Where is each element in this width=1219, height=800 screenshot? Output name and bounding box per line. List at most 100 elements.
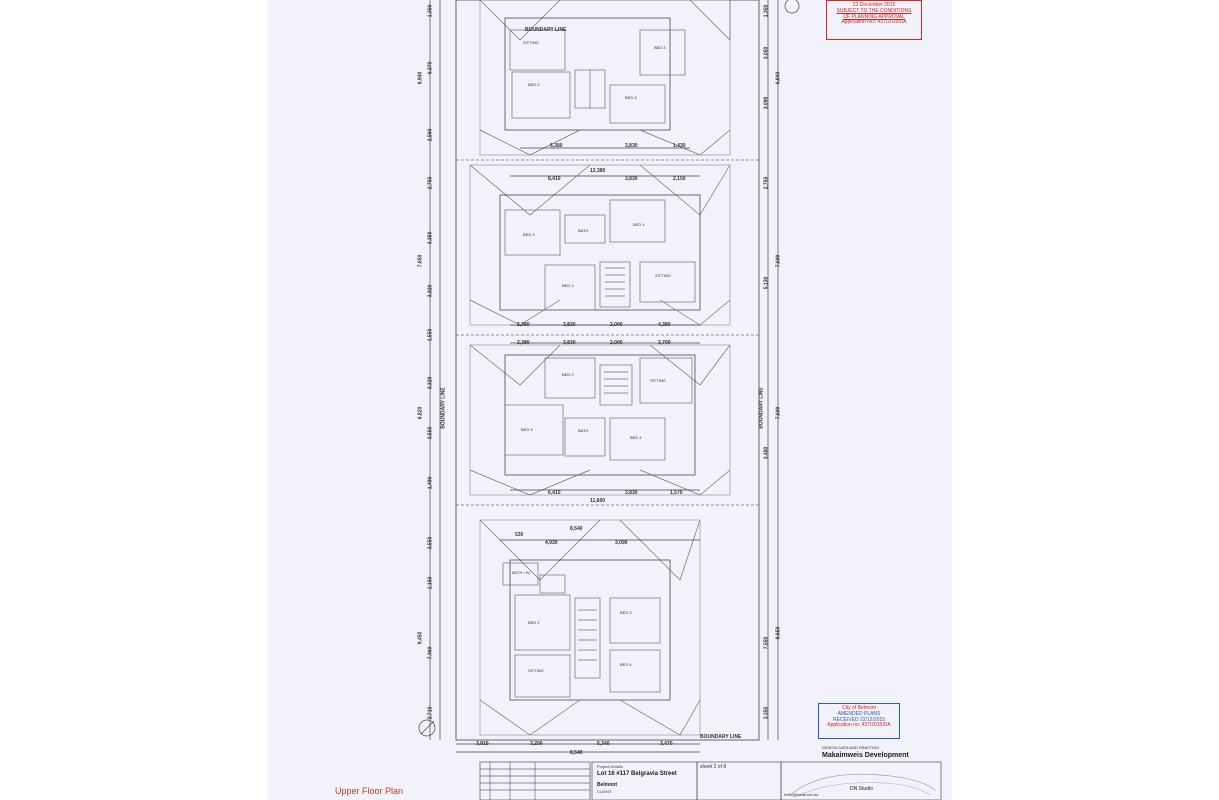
dimension-label: 9,650 xyxy=(775,626,782,640)
room-label: BED 4 xyxy=(620,662,632,667)
room-label: BED 3 xyxy=(625,95,637,100)
studio-email: hello@hmail.net.au xyxy=(784,792,819,797)
developer-subtitle: DESIGN DATA AND DRAFTING xyxy=(822,745,880,750)
dimension-label: 3,090 xyxy=(763,96,770,110)
dimension-label: 6,820 xyxy=(417,406,424,420)
dimension-label: 1,430 xyxy=(673,143,686,149)
room-label: SITTING xyxy=(528,668,544,673)
boundary-label-bottom: BOUNDARY LINE xyxy=(700,734,742,740)
stamp-application: Application NO: 437/2015/DA xyxy=(841,19,907,26)
dimension-label: 8,540 xyxy=(570,526,583,532)
dimension-label: 2,380 xyxy=(517,322,530,328)
dimension-label: 8,540 xyxy=(570,750,583,756)
approval-stamp: 23 December 2015 SUBJECT TO THE CONDITIO… xyxy=(826,0,922,40)
page-caption: Upper Floor Plan xyxy=(335,786,404,796)
dimension-label: 6,370 xyxy=(427,61,434,75)
dimension-label: 3,470 xyxy=(660,741,673,747)
project-suburb: Belmont xyxy=(597,782,617,788)
sheet-number: sheet 2 of 8 xyxy=(700,764,726,770)
dimension-label: 2,150 xyxy=(673,176,686,182)
dimension-label: 3,830 xyxy=(563,340,576,346)
dimension-label: 9,450 xyxy=(417,631,424,645)
dimension-label: 3,090 xyxy=(615,540,628,546)
stamp-line2: OF PLANNING APPROVAL xyxy=(843,13,905,20)
dimension-label: 1,350 xyxy=(427,4,434,18)
project-address: Lot 16 #117 Belgravia Street xyxy=(597,771,677,777)
sheet-no: 2 xyxy=(713,764,717,770)
dimension-label: 2,560 xyxy=(427,128,434,142)
dimension-label: 2,380 xyxy=(517,340,530,346)
dimension-label: 1,350 xyxy=(763,4,770,18)
stamp-title: AMENDED PLANS xyxy=(837,710,881,717)
room-label: BATH xyxy=(578,228,589,233)
room-label: BED 2 xyxy=(528,620,540,625)
dimension-label: 3,830 xyxy=(625,143,638,149)
dimension-label: 2,750 xyxy=(427,176,434,190)
dimension-label: 5,130 xyxy=(763,276,770,290)
dimension-label: 11,660 xyxy=(590,498,606,504)
dimension-label: 1,150 xyxy=(427,576,434,590)
dimension-label: 5,340 xyxy=(597,741,610,747)
dimension-label: 7,550 xyxy=(763,636,770,650)
dimension-label: 3,200 xyxy=(530,741,543,747)
sheet-total: 8 xyxy=(723,764,727,770)
room-label: BED 4 xyxy=(633,222,645,227)
dimension-label: 3,350 xyxy=(427,231,434,245)
dimension-label: 3,350 xyxy=(763,706,770,720)
dimension-label: 3,320 xyxy=(427,376,434,390)
stamp-application: Application no: 437/2015/DA xyxy=(827,722,891,729)
room-label: SITTING xyxy=(655,273,671,278)
dimension-label: 3,830 xyxy=(625,490,638,496)
dimension-label: 1,480 xyxy=(427,476,434,490)
dimension-label: 7,600 xyxy=(775,406,782,420)
stamp-line1: SUBJECT TO THE CONDITIONS xyxy=(836,7,912,14)
room-label: BED 3 xyxy=(620,610,632,615)
dimension-label: 3,480 xyxy=(763,446,770,460)
project-client: CLIENT: xyxy=(597,789,612,794)
dimension-label: 6,410 xyxy=(548,490,561,496)
boundary-label-top: BOUNDARY LINE xyxy=(525,27,567,33)
room-label: BED 4 xyxy=(630,435,642,440)
room-label: BED 2 xyxy=(562,372,574,377)
dimension-label: 6,940 xyxy=(775,71,782,85)
studio-name: DN Studio xyxy=(850,786,873,792)
dimension-label: 3,820 xyxy=(563,322,576,328)
room-label: BED 4 xyxy=(654,45,666,50)
sheet-of: of xyxy=(717,764,722,770)
room-label: BATH xyxy=(578,428,589,433)
room-label: SITTING xyxy=(650,378,666,383)
sheet-label: sheet xyxy=(700,764,713,770)
dimension-label: 3,550 xyxy=(427,536,434,550)
drawing-sheet xyxy=(267,0,952,800)
room-label: BATH / W xyxy=(512,570,530,575)
dimension-label: 7,650 xyxy=(417,254,424,268)
room-label: BED 3 xyxy=(521,427,533,432)
dimension-label: 3,910 xyxy=(476,741,489,747)
dimension-label: 6,380 xyxy=(550,143,563,149)
dimension-label: 3,830 xyxy=(625,176,638,182)
room-label: BED 2 xyxy=(562,283,574,288)
dimension-label: 4,380 xyxy=(658,322,671,328)
dimension-label: 6,940 xyxy=(417,71,424,85)
dimension-label: 7,600 xyxy=(775,254,782,268)
amended-plans-stamp: City of Belmont AMENDED PLANS RECEIVED 2… xyxy=(818,703,900,739)
dimension-label: 2,000 xyxy=(610,340,623,346)
dimension-label: 3,050 xyxy=(763,46,770,60)
project-details-header: Project Details xyxy=(597,764,623,769)
room-label: BED 2 xyxy=(528,82,540,87)
dimension-label: 3,550 xyxy=(427,426,434,440)
dimension-label: 7,460 xyxy=(427,646,434,660)
dimension-label: 2,710 xyxy=(427,706,434,720)
stamp-received: RECEIVED 22/12/2015 xyxy=(833,716,885,723)
dimension-label: 8,410 xyxy=(548,176,561,182)
dimension-label: 1,570 xyxy=(670,490,683,496)
dimension-label: 530 xyxy=(515,532,524,538)
room-label: SITTING xyxy=(523,40,539,45)
room-label: BED 3 xyxy=(523,232,535,237)
dimension-label: 4,930 xyxy=(545,540,558,546)
dimension-label: 3,700 xyxy=(658,340,671,346)
stamp-date: 23 December 2015 xyxy=(852,2,896,8)
dimension-label: 2,750 xyxy=(763,176,770,190)
dimension-label: 1,550 xyxy=(427,328,434,342)
